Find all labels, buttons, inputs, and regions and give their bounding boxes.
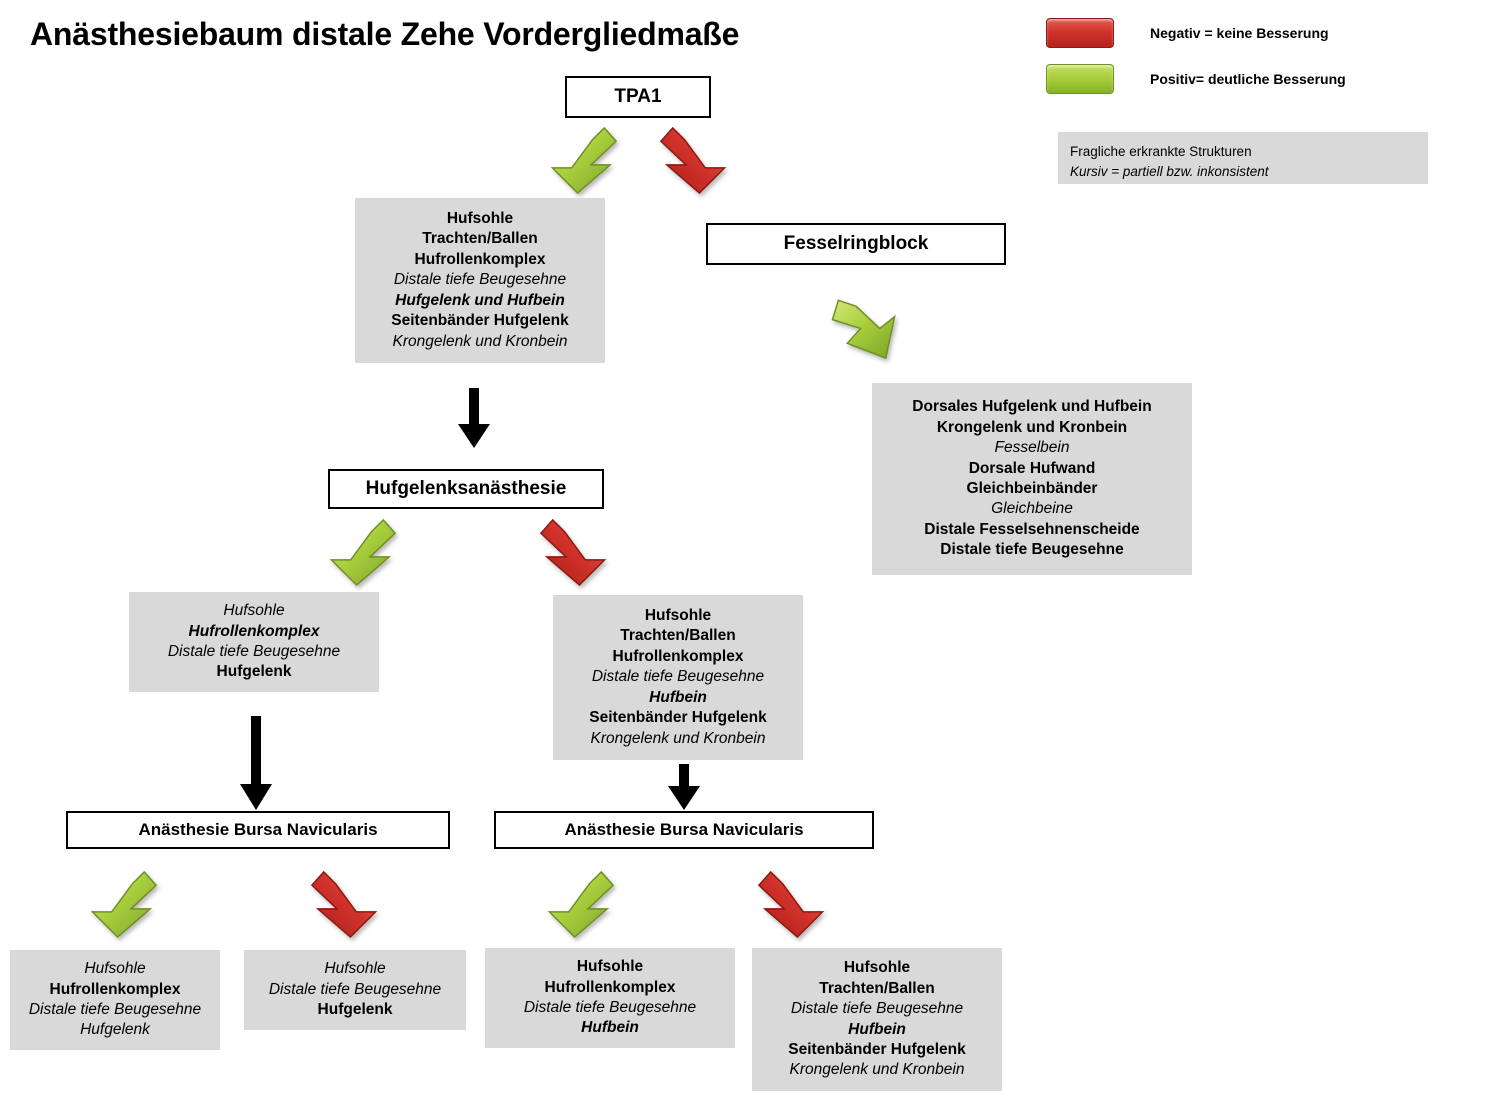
node-bursa-left-label: Anästhesie Bursa Navicularis: [138, 820, 378, 839]
finding-line: Hufgelenk: [80, 1021, 150, 1039]
legend-negative-label: Negativ = keine Besserung: [1150, 25, 1329, 41]
finding-line: Fesselbein: [994, 439, 1070, 457]
finding-line: Trachten/Ballen: [620, 627, 736, 645]
finding-line: Hufbein: [581, 1019, 639, 1037]
finding-line: Hufrollenkomplex: [544, 978, 676, 996]
finding-line: Distale tiefe Beugesehne: [591, 668, 765, 686]
legend-negative-swatch: [1046, 18, 1114, 48]
arrow-green-tpa1: [548, 122, 622, 196]
finding-line: Hufsohle: [644, 606, 712, 624]
legend-positive-label: Positiv= deutliche Besserung: [1150, 71, 1346, 87]
connector-arrow-down-3: [666, 764, 702, 812]
arrow-green-bursa-right: [545, 866, 619, 940]
finding-line: Hufrollenkomplex: [414, 250, 546, 268]
finding-line: Hufsohle: [446, 209, 514, 227]
legend-note-line2: Kursiv = partiell bzw. inkonsistent: [1070, 163, 1269, 179]
finding-line: Gleichbeinbänder: [966, 480, 1098, 497]
findings-tpa1-positive: Hufsohle Trachten/Ballen Hufrollenkomple…: [355, 198, 605, 363]
finding-line: Hufbein: [649, 688, 707, 706]
finding-line: Distale tiefe Beugesehne: [167, 643, 341, 660]
node-bursa-right[interactable]: Anästhesie Bursa Navicularis: [494, 811, 874, 849]
finding-line: Krongelenk und Kronbein: [590, 729, 766, 747]
finding-line: Krongelenk und Kronbein: [392, 332, 568, 350]
finding-line: Krongelenk und Kronbein: [936, 418, 1128, 436]
finding-line: Seitenbänder Hufgelenk: [589, 709, 767, 727]
findings-hufgelenk-positive: Hufsohle Hufrollenkomplex Distale tiefe …: [129, 592, 379, 692]
finding-line: Distale Fesselsehnenscheide: [924, 520, 1140, 538]
findings-hufgelenk-negative: Hufsohle Trachten/Ballen Hufrollenkomple…: [553, 595, 803, 760]
finding-line: Distale tiefe Beugesehne: [790, 1000, 964, 1018]
finding-line: Seitenbänder Hufgelenk: [788, 1040, 966, 1058]
finding-line: Hufbein: [848, 1020, 906, 1038]
finding-line: Seitenbänder Hufgelenk: [391, 312, 569, 330]
legend-note-box: Fragliche erkrankte Strukturen Kursiv = …: [1058, 132, 1428, 184]
finding-line: Gleichbeine: [991, 500, 1073, 518]
node-hufgelenksanaesthesie[interactable]: Hufgelenksanästhesie: [328, 469, 604, 509]
findings-bursa-right-negative: Hufsohle Trachten/Ballen Distale tiefe B…: [752, 948, 1002, 1091]
finding-line: Distale tiefe Beugesehne: [268, 980, 442, 998]
findings-bursa-right-positive: Hufsohle Hufrollenkomplex Distale tiefe …: [485, 948, 735, 1048]
node-fesselringblock-label: Fesselringblock: [783, 233, 929, 254]
page-title: Anästhesiebaum distale Zehe Vordergliedm…: [30, 16, 740, 52]
findings-bursa-left-positive: Hufsohle Hufrollenkomplex Distale tiefe …: [10, 950, 220, 1050]
node-hufgelenksanaesthesie-label: Hufgelenksanästhesie: [365, 478, 567, 499]
arrow-green-bursa-left: [88, 866, 162, 940]
finding-line: Hufrollenkomplex: [612, 647, 744, 665]
arrow-red-hufgelenk: [535, 514, 609, 588]
arrow-green-fesselringblock: [828, 290, 902, 364]
node-bursa-right-label: Anästhesie Bursa Navicularis: [564, 820, 804, 839]
finding-line: Krongelenk und Kronbein: [789, 1061, 965, 1079]
node-fesselringblock[interactable]: Fesselringblock: [706, 223, 1006, 265]
arrow-red-tpa1: [655, 122, 729, 196]
legend-note-line1: Fragliche erkrankte Strukturen: [1070, 144, 1252, 159]
finding-line: Dorsales Hufgelenk und Hufbein: [912, 398, 1152, 416]
legend: Negativ = keine Besserung Positiv= deutl…: [1046, 18, 1496, 94]
arrow-green-hufgelenk: [327, 514, 401, 588]
findings-fesselringblock-positive: Dorsales Hufgelenk und Hufbein Krongelen…: [872, 383, 1192, 575]
finding-line: Distale tiefe Beugesehne: [28, 1001, 202, 1018]
finding-line: Trachten/Ballen: [819, 979, 935, 997]
finding-line: Hufrollenkomplex: [188, 622, 320, 640]
legend-positive-swatch: [1046, 64, 1114, 94]
finding-line: Hufsohle: [324, 960, 386, 978]
node-bursa-left[interactable]: Anästhesie Bursa Navicularis: [66, 811, 450, 849]
finding-line: Hufgelenk und Hufbein: [395, 291, 565, 309]
finding-line: Hufgelenk: [216, 663, 292, 681]
node-tpa1-label: TPA1: [614, 86, 662, 107]
finding-line: Hufsohle: [223, 602, 285, 620]
finding-line: Distale tiefe Beugesehne: [523, 999, 697, 1016]
finding-line: Hufrollenkomplex: [49, 980, 181, 998]
connector-arrow-down-2: [238, 716, 274, 812]
finding-line: Distale tiefe Beugesehne: [393, 271, 567, 289]
connector-arrow-down-1: [456, 388, 492, 450]
node-tpa1[interactable]: TPA1: [565, 76, 711, 118]
finding-line: Hufsohle: [84, 960, 146, 978]
finding-line: Dorsale Hufwand: [968, 459, 1096, 477]
finding-line: Trachten/Ballen: [422, 230, 538, 248]
findings-bursa-left-negative: Hufsohle Distale tiefe Beugesehne Hufgel…: [244, 950, 466, 1030]
finding-line: Hufsohle: [843, 959, 911, 977]
finding-line: Distale tiefe Beugesehne: [940, 541, 1124, 559]
arrow-red-bursa-left: [306, 866, 380, 940]
arrow-red-bursa-right: [753, 866, 827, 940]
finding-line: Hufgelenk: [317, 1001, 393, 1019]
finding-line: Hufsohle: [576, 958, 644, 976]
